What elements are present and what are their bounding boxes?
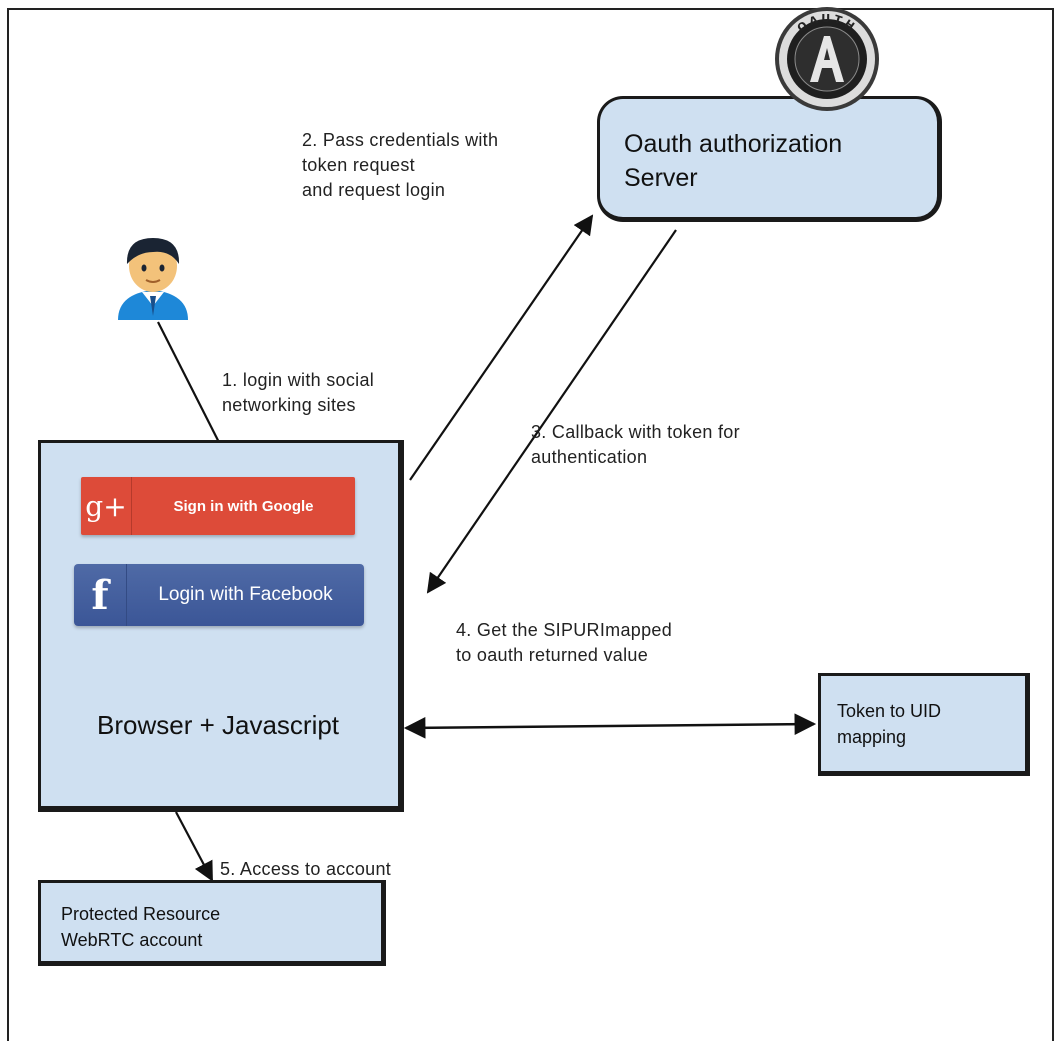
token-mapping-node: Token to UID mapping (818, 673, 1030, 776)
google-plus-icon: g+ (81, 477, 132, 535)
step2-line3: and request login (302, 180, 446, 200)
oauth-logo-icon: OAUTH (775, 7, 879, 111)
facebook-icon: f (74, 564, 127, 626)
step5-line1: 5. Access to account (220, 859, 392, 879)
protected-resource-node: Protected Resource WebRTC account (38, 880, 386, 966)
step2-line2: token request (302, 155, 415, 175)
token-mapping-label-line2: mapping (837, 727, 907, 747)
google-signin-button[interactable]: g+ Sign in with Google (81, 477, 355, 535)
facebook-login-label: Login with Facebook (158, 584, 333, 605)
oauth-server-node: Oauth authorization Server (597, 96, 942, 222)
oauth-server-label-line2: Server (624, 164, 698, 192)
token-mapping-label-line1: Token to UID (837, 701, 942, 721)
step4-line1: 4. Get the SIPURImapped (456, 620, 673, 640)
diagram-frame (7, 8, 1054, 1041)
facebook-login-button[interactable]: f Login with Facebook (74, 564, 364, 626)
oauth-server-label-line1: Oauth authorization (624, 130, 843, 158)
step1-line1: 1. login with social (222, 370, 375, 390)
step1-annotation: 1. login with social networking sites (222, 368, 374, 418)
step4-line2: to oauth returned value (456, 645, 649, 665)
step3-line2: authentication (531, 447, 648, 467)
step3-annotation: 3. Callback with token for authenticatio… (531, 420, 740, 470)
step2-annotation: 2. Pass credentials with token request a… (302, 128, 498, 203)
protected-resource-label-line1: Protected Resource (61, 904, 221, 924)
protected-resource-label-line2: WebRTC account (61, 930, 203, 950)
browser-node: g+ Sign in with Google f Login with Face… (38, 440, 404, 812)
browser-label: Browser + Javascript (97, 710, 340, 740)
step1-line2: networking sites (222, 395, 356, 415)
step4-annotation: 4. Get the SIPURImapped to oauth returne… (456, 618, 672, 668)
user-avatar-icon (118, 238, 188, 320)
step2-line1: 2. Pass credentials with (302, 130, 499, 150)
google-signin-label: Sign in with Google (173, 497, 314, 515)
step3-line1: 3. Callback with token for (531, 422, 740, 442)
step5-annotation: 5. Access to account (220, 857, 391, 882)
